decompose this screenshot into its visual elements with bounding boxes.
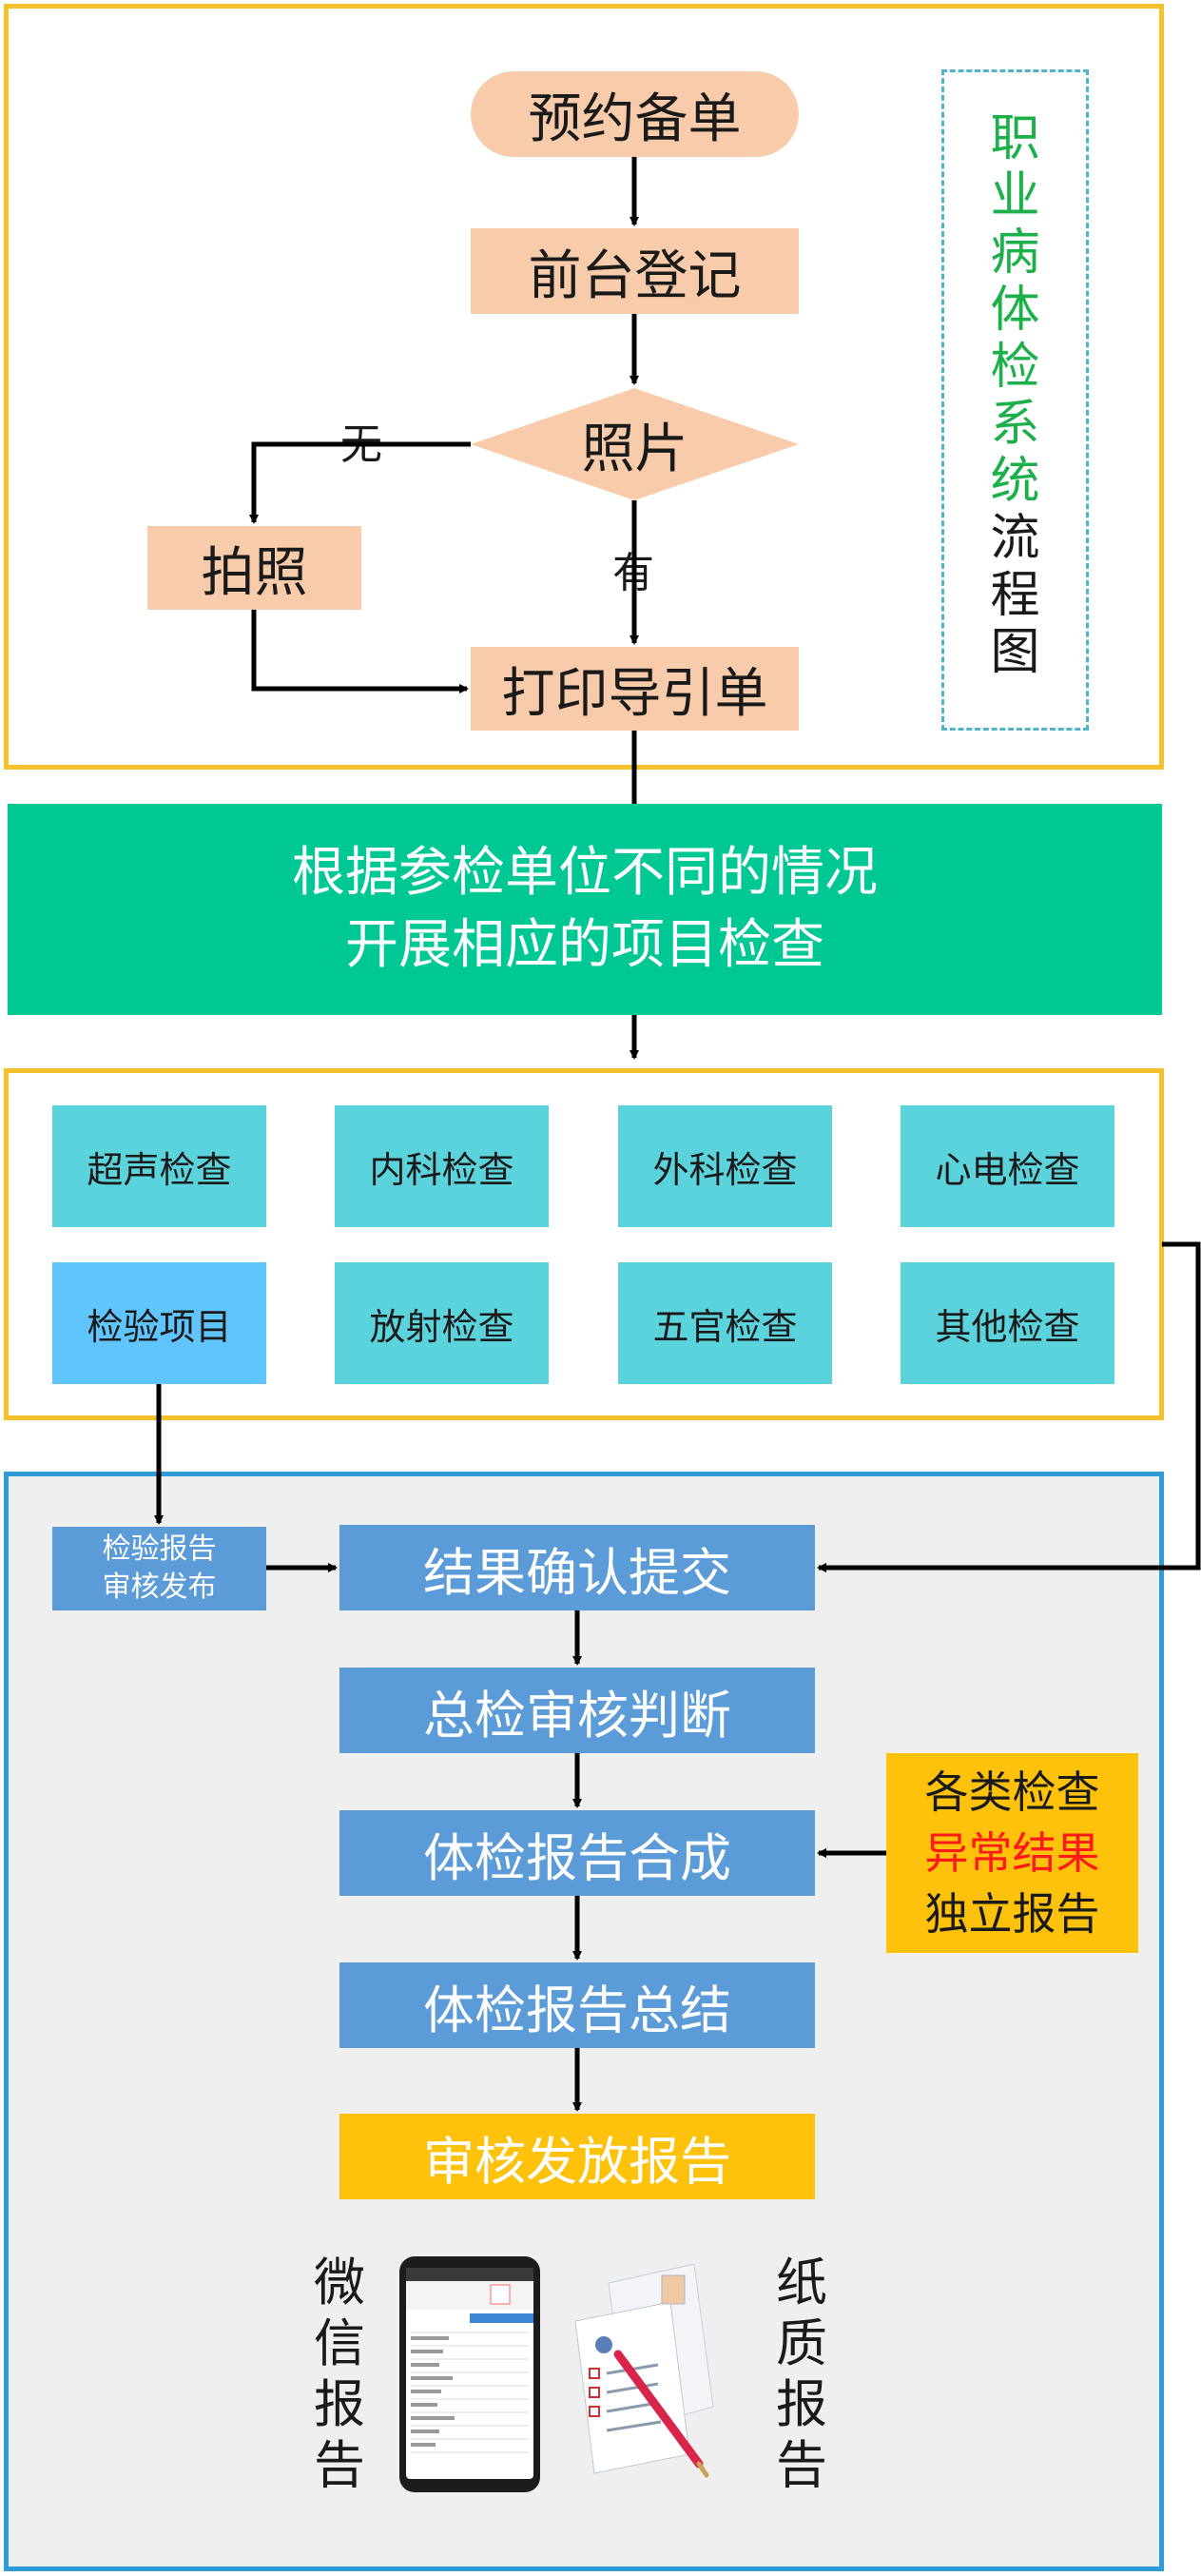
paper-char: 报	[776, 2374, 827, 2434]
diagram-title: 职 业 病 体 检 系 统 流 程 图	[944, 110, 1086, 681]
title-char: 体	[990, 282, 1040, 339]
node-compose: 体检报告合成	[339, 1810, 815, 1896]
title-char: 流	[990, 510, 1040, 567]
top-frame	[4, 4, 1164, 770]
exam-lab: 检验项目	[52, 1262, 266, 1384]
lab-report-line: 审核发布	[102, 1571, 217, 1604]
node-summary: 体检报告总结	[339, 1962, 815, 2048]
banner: 根据参检单位不同的情况 开展相应的项目检查	[8, 804, 1162, 1015]
node-confirm: 结果确认提交	[339, 1525, 815, 1610]
node-release: 审核发放报告	[339, 2114, 815, 2199]
abnormal-line: 各类检查	[924, 1766, 1100, 1818]
node-photo-decision: 照片	[581, 418, 688, 480]
wechat-char: 微	[314, 2253, 365, 2313]
node-reserve: 预约备单	[471, 71, 799, 157]
exams-frame	[4, 1068, 1164, 1420]
banner-line: 根据参检单位不同的情况	[292, 842, 878, 904]
paper-report-label: 纸 质 报 告	[768, 2253, 835, 2496]
exam-internal: 内科检查	[335, 1105, 549, 1227]
node-register: 前台登记	[471, 228, 799, 314]
paper-report-image	[574, 2264, 714, 2478]
exam-radiology: 放射检查	[335, 1262, 549, 1384]
node-print-guide: 打印导引单	[471, 647, 799, 731]
node-lab-report: 检验报告 审核发布	[52, 1527, 266, 1610]
title-char: 职	[990, 110, 1040, 167]
arrow-exams-confirm	[817, 1241, 1201, 1572]
title-char: 检	[990, 339, 1040, 396]
arrow-takephoto-print	[251, 610, 469, 693]
title-char: 程	[990, 567, 1040, 624]
node-review: 总检审核判断	[339, 1668, 815, 1753]
banner-line: 开展相应的项目检查	[345, 914, 824, 976]
node-abnormal: 各类检查 异常结果 独立报告	[886, 1753, 1138, 1953]
wechat-char: 信	[314, 2313, 365, 2373]
exam-ecg: 心电检查	[901, 1105, 1114, 1227]
wechat-char: 报	[314, 2374, 365, 2434]
title-box: 职 业 病 体 检 系 统 流 程 图	[941, 69, 1089, 731]
abnormal-line: 独立报告	[924, 1888, 1100, 1940]
title-char: 图	[990, 624, 1040, 681]
exam-ultrasound: 超声检查	[52, 1105, 266, 1227]
wechat-char: 告	[314, 2435, 365, 2495]
paper-char: 纸	[776, 2253, 827, 2313]
wechat-report-label: 微 信 报 告	[306, 2253, 373, 2496]
node-take-photo: 拍照	[147, 526, 361, 610]
abnormal-line: 异常结果	[924, 1827, 1100, 1879]
exam-ent: 五官检查	[618, 1262, 832, 1384]
arrow-photo-no	[249, 441, 471, 524]
phone-image	[399, 2256, 540, 2492]
title-char: 系	[990, 396, 1040, 453]
title-char: 病	[990, 224, 1040, 282]
decision-diamond	[471, 388, 799, 500]
title-char: 统	[990, 453, 1040, 510]
exam-other: 其他检查	[901, 1262, 1114, 1384]
exam-surgical: 外科检查	[618, 1105, 832, 1227]
lab-report-line: 检验报告	[102, 1532, 217, 1566]
paper-char: 告	[776, 2435, 827, 2495]
title-char: 业	[990, 167, 1040, 224]
paper-char: 质	[776, 2313, 827, 2373]
